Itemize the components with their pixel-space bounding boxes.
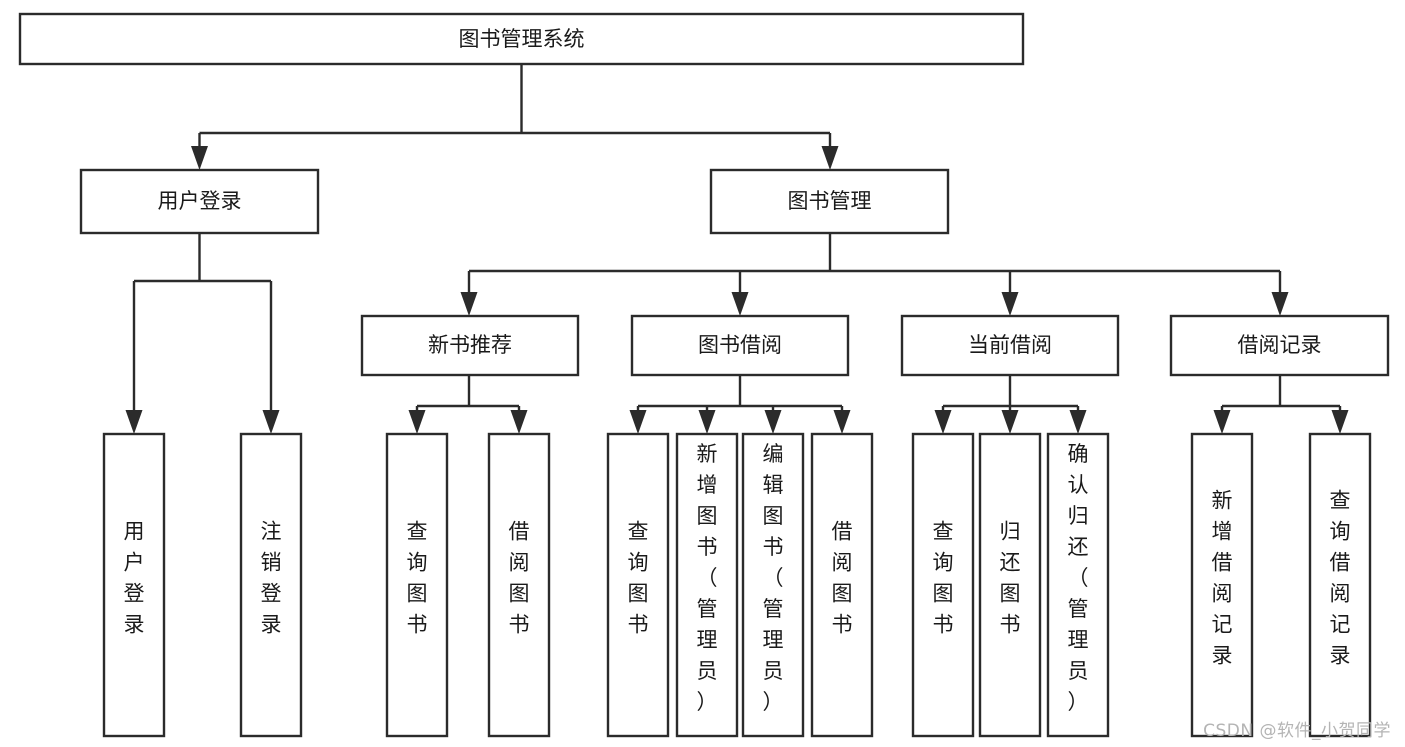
arrow-book-borrow-child-2-icon (764, 410, 782, 434)
node-book-mgmt[interactable]: 图书管理 (709, 168, 950, 235)
arrow-new-book-child-1-icon (510, 410, 528, 434)
connector-group-root (191, 64, 839, 170)
leaf-borrow-record-1-label: 查询借阅记录 (1330, 489, 1351, 668)
leaf-node[interactable]: 用户登录 (102, 432, 166, 738)
node-user-login-label: 用户登录 (158, 189, 242, 213)
node-root-box[interactable] (18, 12, 1025, 66)
leaf-user-login-1-label: 注销登录 (261, 520, 282, 637)
node-current-borrow-box[interactable] (900, 314, 1120, 377)
arrow-book-mgmt-child-2-icon (1001, 292, 1019, 316)
node-new-book-recommend-box[interactable] (360, 314, 580, 377)
leaf-book-borrow-3-box[interactable] (810, 432, 874, 738)
leaf-book-borrow-2-box[interactable] (741, 432, 805, 738)
connector-group-borrow-record (1213, 375, 1349, 434)
leaf-book-borrow-2-label: 编辑图书（管理员） (763, 442, 784, 714)
arrow-current-borrow-child-2-icon (1069, 410, 1087, 434)
leaf-node[interactable]: 归还图书 (978, 432, 1042, 738)
leaf-node[interactable]: 新增图书（管理员） (675, 432, 739, 738)
arrow-book-mgmt-child-0-icon (460, 292, 478, 316)
node-new-book-recommend[interactable]: 新书推荐 (360, 314, 580, 377)
leaf-node[interactable]: 查询图书 (911, 432, 975, 738)
leaf-current-borrow-1-box[interactable] (978, 432, 1042, 738)
node-new-book-recommend-label: 新书推荐 (428, 333, 512, 357)
node-book-borrow-box[interactable] (630, 314, 850, 377)
arrow-new-book-child-0-icon (408, 410, 426, 434)
leaf-user-login-0-label: 用户登录 (124, 520, 145, 637)
leaf-node[interactable]: 注销登录 (239, 432, 303, 738)
leaf-node[interactable]: 借阅图书 (810, 432, 874, 738)
arrow-current-borrow-child-1-icon (1001, 410, 1019, 434)
connector-group-book-mgmt (460, 233, 1289, 316)
leaf-book-borrow-0-label: 查询图书 (628, 520, 649, 637)
arrow-book-borrow-child-3-icon (833, 410, 851, 434)
connector-group-current-borrow (934, 375, 1087, 434)
leaf-current-borrow-2-label: 确认归还（管理员） (1068, 442, 1089, 714)
node-book-borrow[interactable]: 图书借阅 (630, 314, 850, 377)
leaf-new-book-1-box[interactable] (487, 432, 551, 738)
leaf-borrow-record-0-box[interactable] (1190, 432, 1254, 738)
node-borrow-record-box[interactable] (1169, 314, 1390, 377)
leaf-book-borrow-3-label: 借阅图书 (832, 520, 853, 637)
node-root-label: 图书管理系统 (459, 27, 585, 51)
leaf-borrow-record-1-box[interactable] (1308, 432, 1372, 738)
leaf-user-login-0-box[interactable] (102, 432, 166, 738)
arrow-root-to-user-login-icon (191, 146, 208, 170)
arrow-book-mgmt-child-3-icon (1271, 292, 1289, 316)
leaf-node[interactable]: 编辑图书（管理员） (741, 432, 805, 738)
leaf-node[interactable]: 确认归还（管理员） (1046, 432, 1110, 738)
leaf-node[interactable]: 查询图书 (385, 432, 449, 738)
leaf-borrow-record-0-label: 新增借阅记录 (1212, 489, 1233, 668)
leaf-node[interactable]: 查询借阅记录 (1308, 432, 1372, 738)
arrow-book-mgmt-child-1-icon (731, 292, 749, 316)
leaf-current-borrow-2-box[interactable] (1046, 432, 1110, 738)
connector-group-new-book (408, 375, 528, 434)
leaf-current-borrow-1-label: 归还图书 (1000, 520, 1021, 637)
leaf-book-borrow-1-box[interactable] (675, 432, 739, 738)
leaf-current-borrow-0-label: 查询图书 (933, 520, 954, 637)
node-current-borrow[interactable]: 当前借阅 (900, 314, 1120, 377)
arrow-book-borrow-child-1-icon (698, 410, 716, 434)
leaf-book-borrow-1-label: 新增图书（管理员） (697, 442, 718, 714)
node-borrow-record-label: 借阅记录 (1238, 333, 1322, 357)
arrow-user-login-child-1-icon (262, 410, 280, 434)
node-user-login[interactable]: 用户登录 (79, 168, 320, 235)
connector-group-user-login (125, 233, 280, 434)
arrow-user-login-child-0-icon (125, 410, 143, 434)
leaf-node[interactable]: 借阅图书 (487, 432, 551, 738)
leaf-new-book-0-label: 查询图书 (407, 520, 428, 637)
node-borrow-record[interactable]: 借阅记录 (1169, 314, 1390, 377)
arrow-book-borrow-child-0-icon (629, 410, 647, 434)
leaf-user-login-1-box[interactable] (239, 432, 303, 738)
leaf-current-borrow-0-box[interactable] (911, 432, 975, 738)
node-root[interactable]: 图书管理系统 (18, 12, 1025, 66)
leaf-book-borrow-0-box[interactable] (606, 432, 670, 738)
node-current-borrow-label: 当前借阅 (968, 333, 1052, 357)
connector-group-book-borrow (629, 375, 851, 434)
arrow-root-to-book-mgmt-icon (821, 146, 839, 170)
leaf-new-book-0-box[interactable] (385, 432, 449, 738)
node-book-mgmt-box[interactable] (709, 168, 950, 235)
node-book-borrow-label: 图书借阅 (698, 333, 782, 357)
arrow-current-borrow-child-0-icon (934, 410, 952, 434)
leaf-node[interactable]: 新增借阅记录 (1190, 432, 1254, 738)
leaf-node[interactable]: 查询图书 (606, 432, 670, 738)
arrow-borrow-record-child-1-icon (1331, 410, 1349, 434)
node-user-login-box[interactable] (79, 168, 320, 235)
leaf-new-book-1-label: 借阅图书 (509, 520, 530, 637)
arrow-borrow-record-child-0-icon (1213, 410, 1231, 434)
node-book-mgmt-label: 图书管理 (788, 189, 872, 213)
